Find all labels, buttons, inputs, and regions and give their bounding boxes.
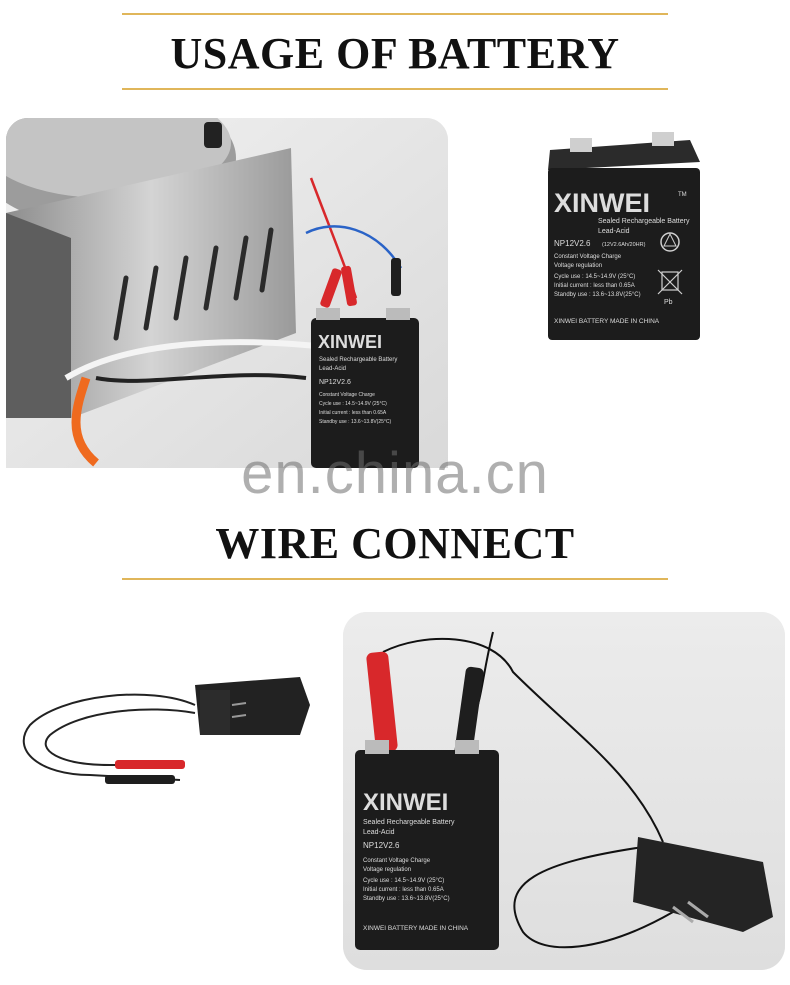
battery-spec2: Voltage regulation bbox=[554, 263, 602, 269]
battery-spec4-small: Initial current : less than 0.65A bbox=[319, 410, 387, 416]
battery-spec3: Cycle use : 14.5~14.9V (25°C) bbox=[554, 274, 635, 280]
battery-spec1-small: Constant Voltage Charge bbox=[319, 392, 375, 398]
battery-footer-large: XINWEI BATTERY MADE IN CHINA bbox=[363, 925, 469, 932]
battery-spec1: Constant Voltage Charge bbox=[554, 254, 622, 260]
connected-battery-photo: XINWEI Sealed Rechargeable Battery Lead-… bbox=[343, 612, 785, 970]
battery-line1: Sealed Rechargeable Battery bbox=[598, 218, 690, 225]
battery-brand-large: XINWEI bbox=[363, 789, 448, 816]
battery-line2-small: Lead-Acid bbox=[319, 366, 346, 372]
battery-spec5-small: Standby use : 13.6~13.8V(25°C) bbox=[319, 419, 392, 425]
battery-footer: XINWEI BATTERY MADE IN CHINA bbox=[554, 318, 660, 325]
battery-line2: Lead-Acid bbox=[598, 228, 630, 235]
battery-brand-small: XINWEI bbox=[318, 332, 382, 352]
battery-spec3-large: Cycle use : 14.5~14.9V (25°C) bbox=[363, 878, 444, 884]
battery-tm: TM bbox=[678, 192, 687, 198]
battery-spec1-large: Constant Voltage Charge bbox=[363, 858, 431, 864]
machine-battery-photo: XINWEI Sealed Rechargeable Battery Lead-… bbox=[6, 118, 448, 468]
battery-brand: XINWEI bbox=[554, 188, 650, 218]
watermark: en.china.cn bbox=[241, 441, 549, 506]
crossed-bin-icon bbox=[657, 269, 683, 295]
battery-spec4: Initial current : less than 0.65A bbox=[554, 283, 635, 289]
top-divider-upper bbox=[122, 13, 668, 15]
battery-spec2-large: Voltage regulation bbox=[363, 867, 411, 873]
battery-rating: (12V2.6Ah/20HR) bbox=[602, 242, 646, 248]
battery-line2-large: Lead-Acid bbox=[363, 829, 395, 836]
battery-spec5: Standby use : 13.6~13.8V(25°C) bbox=[554, 292, 641, 298]
battery-spec4-large: Initial current : less than 0.65A bbox=[363, 887, 444, 893]
battery-model-small: NP12V2.6 bbox=[319, 379, 351, 386]
battery-line1-large: Sealed Rechargeable Battery bbox=[363, 819, 455, 826]
top-divider-lower bbox=[122, 88, 668, 90]
charger-cable-photo bbox=[10, 665, 330, 805]
battery-spec3-small: Cycle use : 14.5~14.9V (25°C) bbox=[319, 401, 387, 407]
battery-model: NP12V2.6 bbox=[554, 239, 591, 248]
battery-model-large: NP12V2.6 bbox=[363, 841, 400, 850]
battery-product-photo: XINWEI TM Sealed Rechargeable Battery Le… bbox=[540, 130, 710, 345]
wire-divider bbox=[122, 578, 668, 580]
recycle-icon bbox=[660, 232, 680, 252]
battery-pb: Pb bbox=[664, 299, 673, 306]
battery-line1-small: Sealed Rechargeable Battery bbox=[319, 357, 397, 363]
wire-connect-title: WIRE CONNECT bbox=[215, 519, 575, 568]
battery-spec5-large: Standby use : 13.6~13.8V(25°C) bbox=[363, 896, 450, 902]
usage-title: USAGE OF BATTERY bbox=[170, 29, 620, 78]
